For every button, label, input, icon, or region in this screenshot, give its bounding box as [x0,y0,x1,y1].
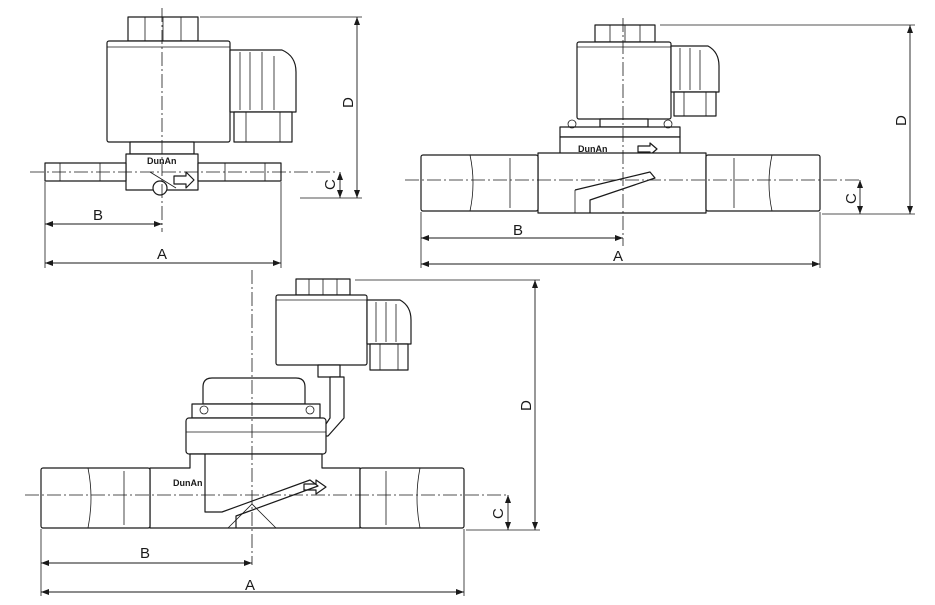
view-2-dim-d: D [893,115,910,126]
view-2-dim-a: A [613,248,623,265]
view-1-small-valve: DunAn B A D C [30,8,362,268]
view-2-medium-valve: DunAn B A D C [405,18,915,268]
view-3-brand: DunAn [173,478,203,488]
view-1-dim-a: A [157,246,167,263]
view-1-dim-b: B [93,207,103,224]
view-3-dim-a: A [245,577,255,594]
view-1-dim-c: C [322,179,339,190]
view-1-dim-d: D [340,97,357,108]
view-2-dim-c: C [843,193,860,204]
view-1-brand: DunAn [147,156,177,166]
view-2-dim-b: B [513,222,523,239]
view-3-dim-d: D [518,400,535,411]
view-3-large-valve: DunAn B A D C [25,270,540,596]
view-3-dim-b: B [140,545,150,562]
view-3-dim-c: C [490,508,507,519]
view-2-brand: DunAn [578,144,608,154]
